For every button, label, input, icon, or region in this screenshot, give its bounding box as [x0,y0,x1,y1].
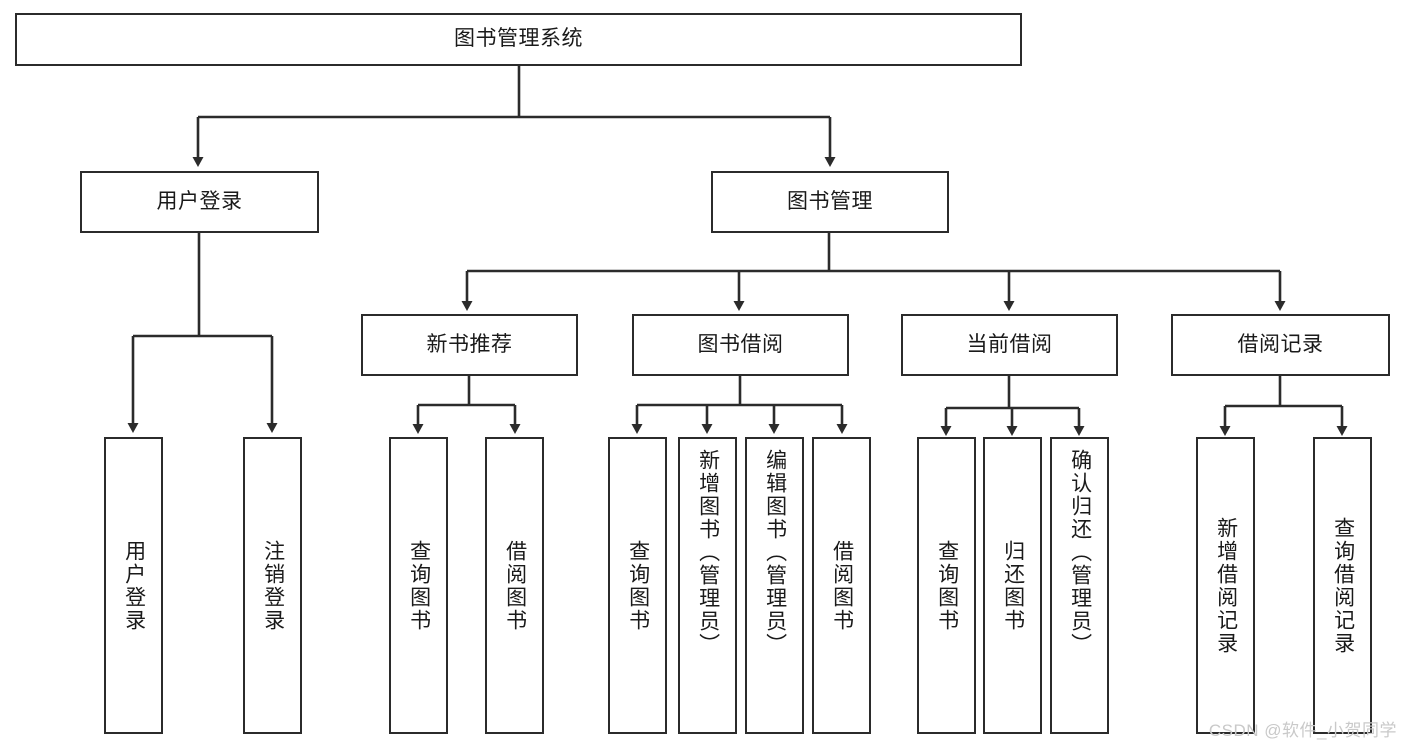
leaf-recommend-borrow-book[interactable]: 借阅图书 [485,437,544,734]
leaf-current-return-book-label: 归还图书 [1001,539,1025,632]
leaf-user-logout[interactable]: 注销登录 [243,437,302,734]
leaf-borrow-add-book-label: 新增图书（管理员） [696,449,720,656]
node-new-book-recommend-label: 新书推荐 [426,332,513,356]
leaf-user-login[interactable]: 用户登录 [104,437,163,734]
leaf-borrow-query-book[interactable]: 查询图书 [608,437,667,734]
leaf-current-query-book-label: 查询图书 [935,539,959,632]
leaf-recommend-query-book-label: 查询图书 [407,539,431,632]
leaf-borrow-borrow-book-label: 借阅图书 [830,539,854,632]
leaf-borrow-borrow-book[interactable]: 借阅图书 [812,437,871,734]
node-current-borrow-label: 当前借阅 [966,332,1053,356]
node-book-borrow[interactable]: 图书借阅 [632,314,849,376]
leaf-user-logout-label: 注销登录 [261,539,285,632]
leaf-borrow-add-book[interactable]: 新增图书（管理员） [678,437,737,734]
leaf-current-return-book[interactable]: 归还图书 [983,437,1042,734]
leaf-recommend-borrow-book-label: 借阅图书 [503,539,527,632]
node-user-login[interactable]: 用户登录 [80,171,319,233]
leaf-records-query-record-label: 查询借阅记录 [1331,516,1355,655]
node-current-borrow[interactable]: 当前借阅 [901,314,1118,376]
node-new-book-recommend[interactable]: 新书推荐 [361,314,578,376]
node-book-borrow-label: 图书借阅 [697,332,784,356]
leaf-recommend-query-book[interactable]: 查询图书 [389,437,448,734]
leaf-borrow-edit-book-label: 编辑图书（管理员） [763,449,787,656]
leaf-user-login-label: 用户登录 [122,539,146,632]
leaf-records-add-record-label: 新增借阅记录 [1214,516,1238,655]
leaf-borrow-edit-book[interactable]: 编辑图书（管理员） [745,437,804,734]
node-user-login-label: 用户登录 [156,189,243,213]
node-root-label: 图书管理系统 [454,27,583,51]
leaf-current-query-book[interactable]: 查询图书 [917,437,976,734]
leaf-current-confirm-return-label: 确认归还（管理员） [1068,449,1092,656]
node-borrow-records[interactable]: 借阅记录 [1171,314,1390,376]
leaf-borrow-query-book-label: 查询图书 [626,539,650,632]
node-borrow-records-label: 借阅记录 [1237,332,1324,356]
node-book-management-label: 图书管理 [787,189,873,213]
watermark: CSDN @软件_小贺同学 [1208,721,1397,740]
leaf-current-confirm-return[interactable]: 确认归还（管理员） [1050,437,1109,734]
leaf-records-query-record[interactable]: 查询借阅记录 [1313,437,1372,734]
node-book-management[interactable]: 图书管理 [711,171,949,233]
node-root[interactable]: 图书管理系统 [15,13,1022,66]
leaf-records-add-record[interactable]: 新增借阅记录 [1196,437,1255,734]
